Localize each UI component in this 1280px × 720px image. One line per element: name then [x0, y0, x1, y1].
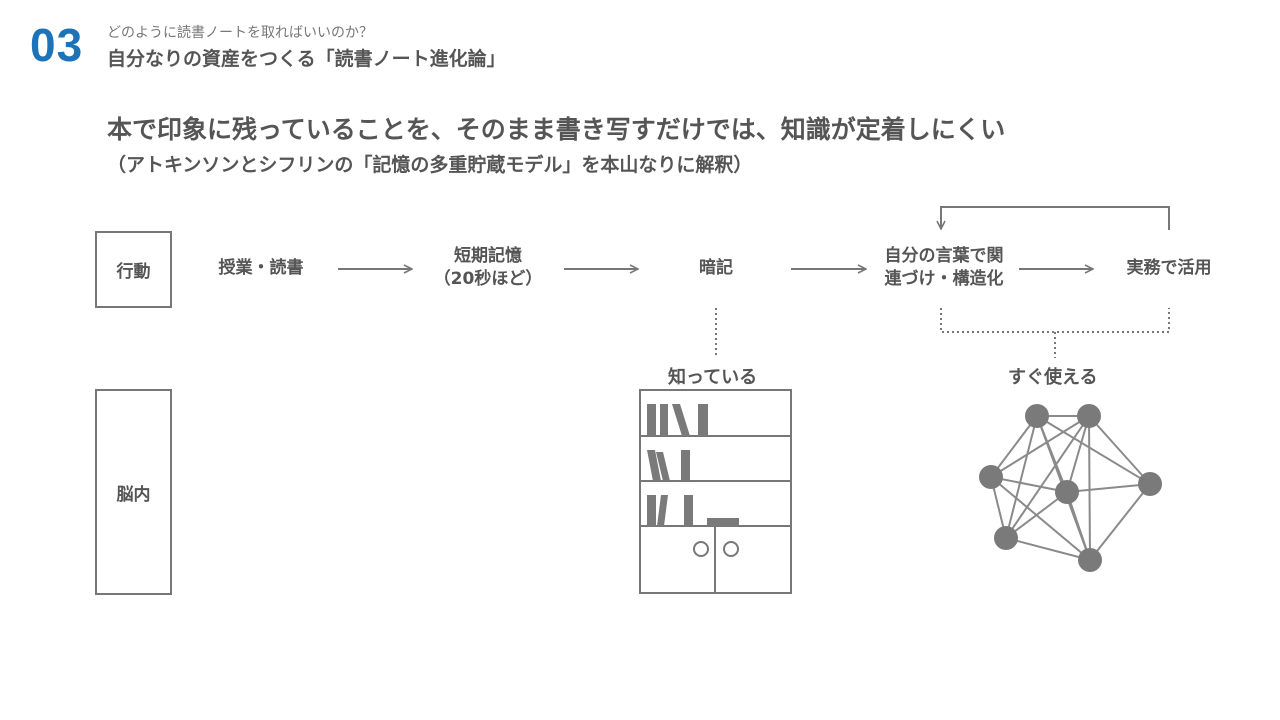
flow-step-short-term-memory-line2: （20秒ほど） — [433, 269, 543, 289]
row-label-action-text: 行動 — [116, 262, 151, 282]
flow-step-structure-line1: 自分の言葉で関 — [884, 246, 1004, 266]
flow-step-memorize-text: 暗記 — [699, 258, 733, 278]
flow-step-input: 授業・読書 — [200, 257, 322, 280]
flow-step-structure: 自分の言葉で関 連づけ・構造化 — [866, 245, 1022, 291]
network-node — [1077, 404, 1101, 428]
network-graph — [990, 415, 1151, 561]
flow-step-structure-line2: 連づけ・構造化 — [884, 269, 1004, 289]
headline: 本で印象に残っていることを、そのまま書き写すだけでは、知識が定着しにくい — [107, 115, 1006, 144]
network-node — [979, 465, 1003, 489]
network-node — [1078, 548, 1102, 572]
flow-step-short-term-memory: 短期記憶 （20秒ほど） — [420, 245, 556, 291]
flow-step-memorize: 暗記 — [676, 257, 756, 280]
network-nodes — [979, 404, 1162, 572]
section-kicker: どのように読書ノートを取ればいいのか？ — [107, 25, 373, 41]
label-usable: すぐ使える — [1008, 367, 1098, 388]
flow-step-apply: 実務で活用 — [1108, 257, 1230, 280]
flow-step-short-term-memory-line1: 短期記憶 — [454, 246, 522, 266]
network-node — [1138, 472, 1162, 496]
row-label-brain-text: 脳内 — [116, 484, 151, 505]
feedback-arrow — [941, 206, 1170, 230]
section-title: 自分なりの資産をつくる「読書ノート進化論」 — [107, 48, 506, 70]
dotted-bracket-usable — [940, 308, 1170, 333]
row-label-action: 行動 — [95, 231, 172, 308]
network-node — [994, 526, 1018, 550]
section-number: 03 — [30, 19, 84, 71]
books — [647, 404, 739, 526]
label-knowing: 知っている — [668, 367, 758, 388]
network-node — [1055, 480, 1079, 504]
subheadline: （アトキンソンとシフリンの「記憶の多重貯蔵モデル」を本山なりに解釈） — [107, 154, 753, 176]
row-label-brain: 脳内 — [95, 389, 172, 595]
flow-step-apply-text: 実務で活用 — [1126, 258, 1212, 278]
flow-step-input-text: 授業・読書 — [218, 258, 304, 278]
network-node — [1025, 404, 1049, 428]
